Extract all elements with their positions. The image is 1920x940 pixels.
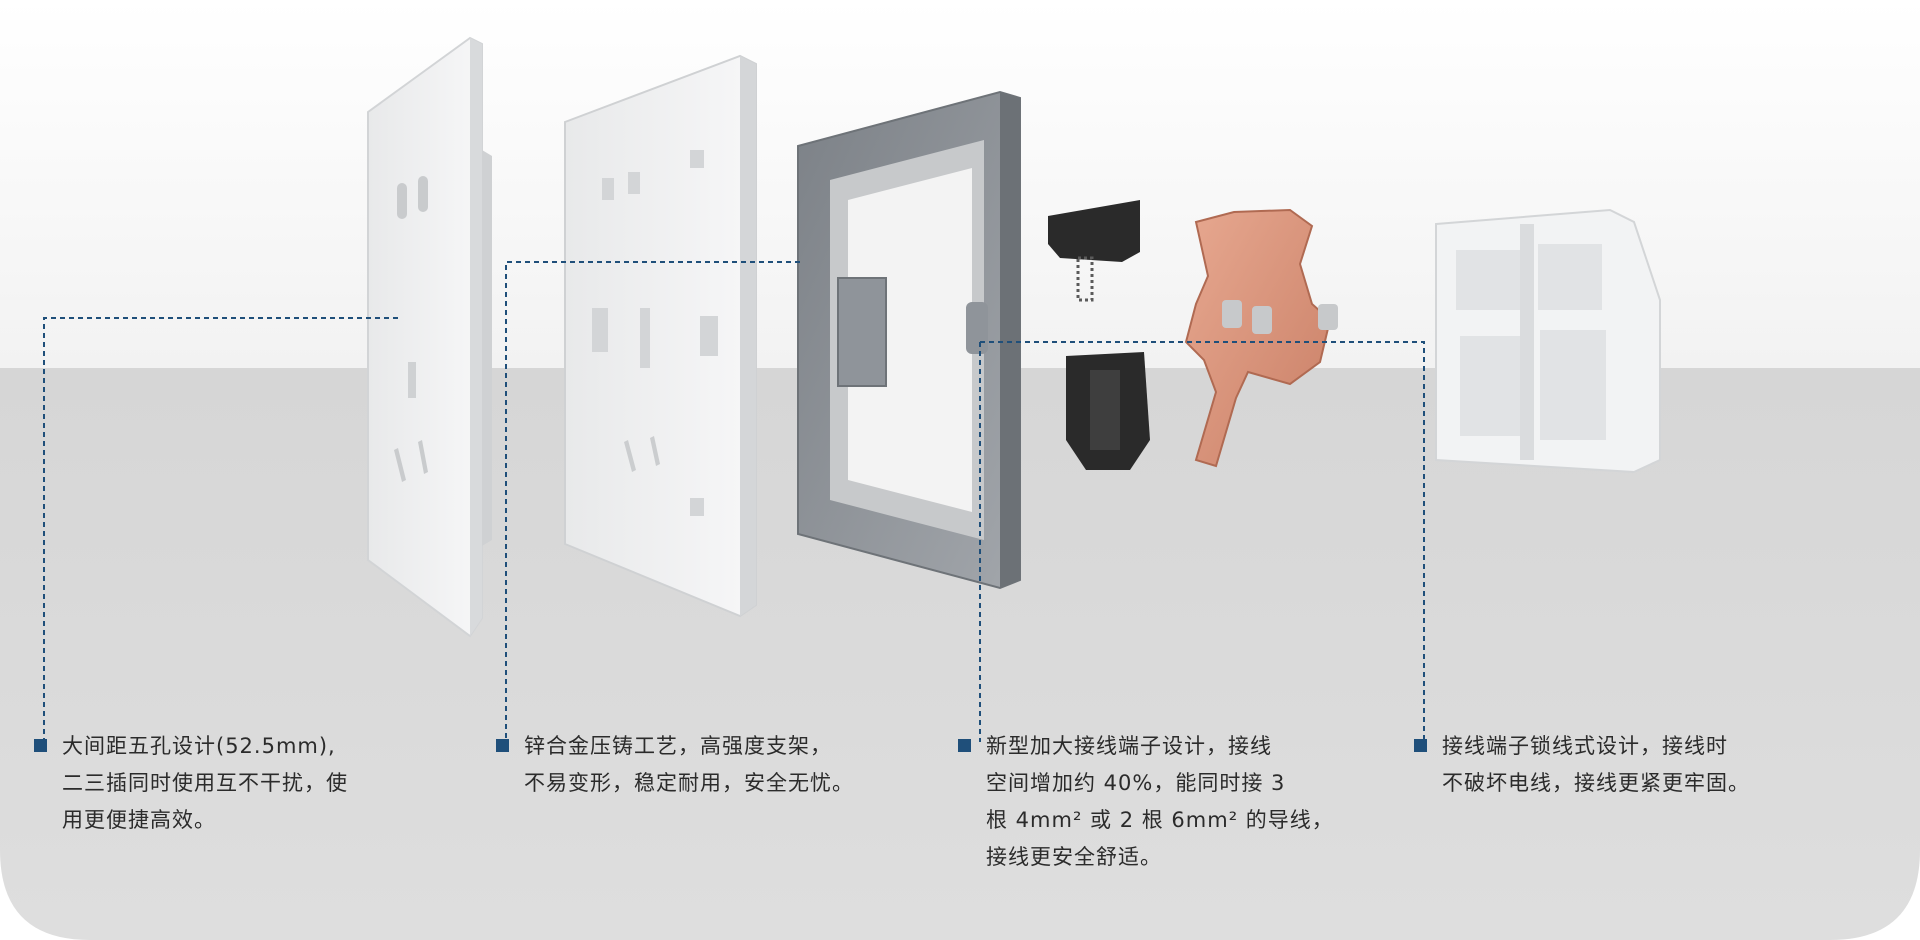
callout-text-line: 新型加大接线端子设计，接线: [986, 734, 1272, 758]
bullet-marker: [496, 739, 509, 752]
callout-text-line: 空间增加约 40%，能同时接 3: [986, 771, 1286, 795]
zinc-alloy-bracket-part: [797, 90, 1021, 590]
callout-terminal-design: 新型加大接线端子设计，接线 空间增加约 40%，能同时接 3 根 4mm² 或 …: [958, 728, 1334, 876]
callout-text-line: 不易变形，稳定耐用，安全无忧。: [524, 771, 854, 795]
callout-text-line: 接线更安全舒适。: [986, 845, 1162, 869]
leader-lines: [43, 261, 1425, 742]
callout-wire-lock: 接线端子锁线式设计，接线时 不破坏电线，接线更紧更牢固。: [1414, 728, 1750, 802]
bullet-marker: [1414, 739, 1427, 752]
callout-zinc-bracket: 锌合金压铸工艺，高强度支架， 不易变形，稳定耐用，安全无忧。: [496, 728, 854, 802]
terminal-clamp-parts: [1048, 200, 1150, 470]
callout-text-line: 不破坏电线，接线更紧更牢固。: [1442, 771, 1750, 795]
callout-text-line: 大间距五孔设计(52.5mm),: [62, 734, 336, 758]
face-plate-part: [367, 36, 492, 638]
callout-text-line: 锌合金压铸工艺，高强度支架，: [524, 734, 832, 758]
leader-line-2: [505, 261, 800, 742]
callout-text-line: 接线端子锁线式设计，接线时: [1442, 734, 1728, 758]
callout-text-line: 用更便捷高效。: [62, 808, 216, 832]
callout-text-line: 根 4mm² 或 2 根 6mm² 的导线，: [986, 808, 1334, 832]
mounting-frame-part: [564, 54, 757, 618]
callout-text-line: 二三插同时使用互不干扰，使: [62, 771, 348, 795]
bullet-marker: [958, 739, 971, 752]
copper-terminal-part: [1184, 208, 1338, 468]
leader-line-4: [980, 341, 1425, 742]
bullet-marker: [34, 739, 47, 752]
rear-housing-part: [1435, 208, 1661, 474]
leader-line-1: [43, 317, 398, 742]
callout-five-hole-spacing: 大间距五孔设计(52.5mm), 二三插同时使用互不干扰，使 用更便捷高效。: [34, 728, 348, 839]
